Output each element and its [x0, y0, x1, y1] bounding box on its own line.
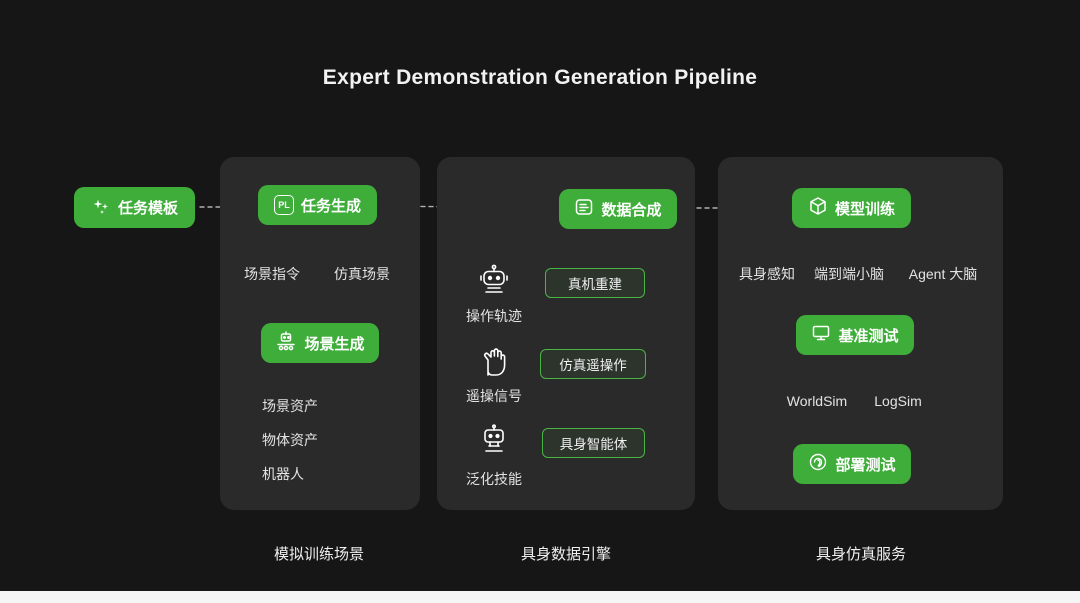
node-label: 基准测试: [838, 327, 899, 345]
panel-embodied-simulation-service: 模型训练 具身感知 端到端小脑 Agent 大脑 基准测试 WorldSim L…: [718, 157, 1003, 510]
box-label: 仿真遥操作: [559, 358, 627, 373]
label-sim-scene: 仿真场景: [334, 266, 390, 282]
bottom-strip: [0, 591, 1080, 603]
node-benchmark-testing: 基准测试: [796, 315, 914, 355]
monitor-icon: [811, 323, 831, 347]
glove-icon: [477, 346, 511, 380]
pl-chip-icon: PL: [273, 195, 294, 215]
label-teleop-signal: 遥操信号: [466, 388, 522, 404]
node-model-training: 模型训练: [792, 188, 911, 228]
node-label: 任务生成: [300, 197, 361, 215]
robot-conveyor-icon: [275, 330, 297, 356]
label-robot: 机器人: [262, 466, 304, 482]
node-task-template: 任务模板: [74, 187, 195, 228]
cube-icon: [808, 196, 828, 220]
caption-embodied-data-engine: 具身数据引擎: [520, 546, 612, 563]
data-doc-icon: [574, 197, 594, 221]
node-scene-generation: 场景生成: [261, 323, 379, 363]
node-label: 模型训练: [834, 200, 895, 218]
node-label: 任务模板: [117, 200, 178, 217]
node-label: 场景生成: [304, 335, 365, 353]
label-scene-assets: 场景资产: [262, 398, 318, 414]
label-agent-brain: Agent 大脑: [908, 266, 978, 282]
label-generalized-skills: 泛化技能: [466, 471, 522, 487]
box-real-machine-reconstruction: 真机重建: [545, 268, 645, 298]
panel-simulated-training-scene: PL 任务生成 场景指令 仿真场景 场景生成 场景资产 物体资产: [220, 157, 420, 510]
caption-embodied-simulation-service: 具身仿真服务: [815, 546, 907, 563]
panel-embodied-data-engine: 数据合成 操作轨迹 真机重建 遥操信号: [437, 157, 695, 510]
node-label: 部署测试: [835, 456, 896, 474]
node-label: 数据合成: [601, 201, 662, 219]
fingerprint-icon: [808, 452, 828, 476]
sparkles-icon: [91, 196, 111, 220]
node-task-generation: PL 任务生成: [258, 185, 377, 225]
box-simulated-teleoperation: 仿真遥操作: [540, 349, 646, 379]
label-object-assets: 物体资产: [262, 432, 318, 448]
label-worldsim: WorldSim: [786, 393, 848, 409]
page-title: Expert Demonstration Generation Pipeline: [322, 66, 758, 89]
caption-simulated-training-scene: 模拟训练场景: [273, 546, 365, 563]
label-logsim: LogSim: [874, 393, 922, 409]
box-label: 真机重建: [568, 277, 622, 292]
label-scene-instruction: 场景指令: [244, 266, 300, 282]
box-embodied-agent: 具身智能体: [542, 428, 645, 458]
label-embodied-perception: 具身感知: [739, 266, 795, 282]
robot-head-icon: [476, 264, 512, 298]
node-deployment-testing: 部署测试: [793, 444, 911, 484]
label-operation-trajectory: 操作轨迹: [466, 308, 522, 324]
small-robot-icon: [477, 424, 511, 458]
box-label: 具身智能体: [559, 437, 628, 452]
label-end-to-end-cerebellum: 端到端小脑: [814, 266, 884, 282]
node-data-synthesis: 数据合成: [559, 189, 677, 229]
